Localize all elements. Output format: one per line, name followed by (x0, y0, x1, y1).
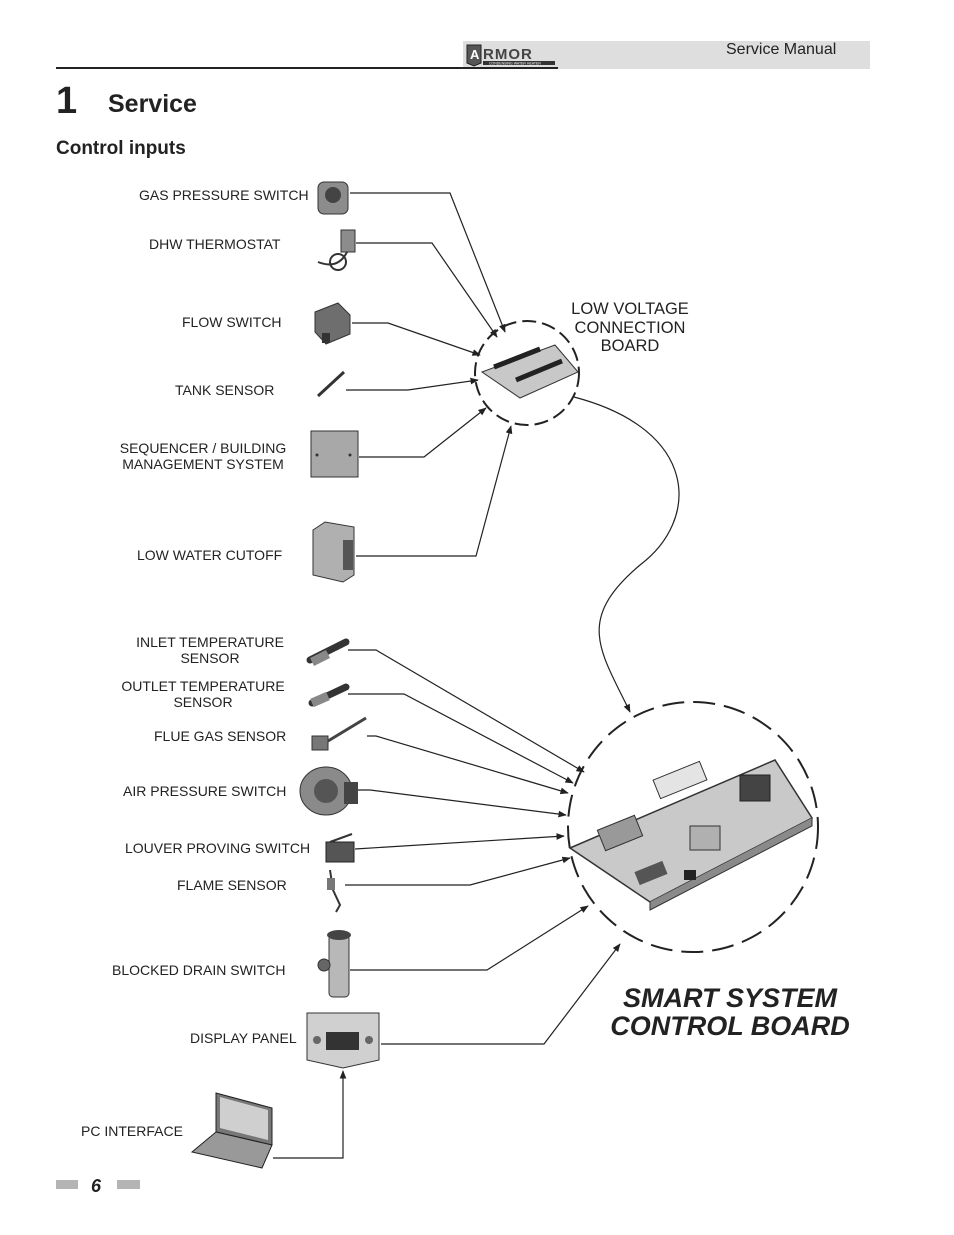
gas-pressure-switch-icon (317, 181, 349, 215)
label-flue-gas-sensor: FLUE GAS SENSOR (154, 728, 287, 744)
line-inlet-temp (348, 649, 585, 773)
flow-switch-icon (314, 302, 351, 345)
label-gas-pressure-switch: GAS PRESSURE SWITCH (139, 187, 309, 203)
line-air-pressure (358, 789, 567, 818)
low-voltage-board-icon (480, 344, 579, 399)
low-voltage-board-circle (474, 320, 580, 426)
svg-text:A: A (470, 47, 480, 62)
section-number: 1 (56, 80, 78, 122)
svg-text:RMOR: RMOR (483, 46, 533, 63)
label-dhw-thermostat: DHW THERMOSTAT (149, 236, 281, 252)
footer-bar-right (117, 1180, 140, 1189)
armor-logo: A RMOR CONDENSING WATER HEATER (466, 44, 555, 67)
line-lv-to-control (573, 396, 680, 713)
section-title: Service (108, 90, 197, 118)
line-outlet-temp (348, 693, 574, 784)
tank-sensor-icon (316, 370, 346, 398)
control-board-label: SMART SYSTEM CONTROL BOARD (610, 983, 850, 1041)
footer-bar-left (56, 1180, 78, 1189)
header-rule (56, 67, 558, 69)
label-flow-switch: FLOW SWITCH (182, 314, 282, 330)
label-pc-interface: PC INTERFACE (81, 1123, 183, 1139)
low-voltage-board-label: LOW VOLTAGE CONNECTION BOARD (571, 300, 689, 355)
label-display-panel: DISPLAY PANEL (190, 1030, 297, 1046)
line-gas-pressure (350, 192, 506, 333)
louver-proving-switch-icon (325, 833, 355, 863)
blocked-drain-switch-icon (317, 930, 351, 998)
line-low-water-cutoff (356, 425, 513, 557)
line-flue-gas (367, 735, 569, 795)
line-louver (354, 833, 565, 850)
outlet-temperature-sensor-icon (308, 683, 350, 708)
flue-gas-sensor-icon (311, 716, 367, 751)
display-panel-icon (306, 1012, 380, 1069)
line-flame-sensor (345, 856, 571, 886)
subsection-title: Control inputs (56, 138, 186, 159)
line-pc-interface (273, 1070, 347, 1159)
label-air-pressure-switch: AIR PRESSURE SWITCH (123, 783, 287, 799)
flame-sensor-icon (327, 869, 342, 913)
label-louver-proving-switch: LOUVER PROVING SWITCH (125, 840, 311, 856)
control-board-icon (568, 759, 814, 911)
line-display-panel (381, 943, 621, 1045)
page-number: 6 (91, 1176, 102, 1196)
control-board-circle (567, 701, 819, 953)
label-low-water-cutoff: LOW WATER CUTOFF (137, 547, 283, 563)
line-tank-sensor (346, 377, 479, 391)
svg-text:CONDENSING WATER HEATER: CONDENSING WATER HEATER (489, 62, 541, 66)
air-pressure-switch-icon (299, 766, 358, 816)
label-blocked-drain-switch: BLOCKED DRAIN SWITCH (112, 962, 286, 978)
line-dhw-thermostat (356, 242, 498, 338)
dhw-thermostat-icon (317, 229, 356, 271)
manual-title: Service Manual (726, 41, 837, 58)
pc-interface-icon (190, 1092, 273, 1169)
inlet-temperature-sensor-icon (306, 638, 350, 667)
line-flow-switch (352, 322, 481, 356)
sequencer-icon (310, 430, 359, 478)
label-tank-sensor: TANK SENSOR (175, 382, 275, 398)
line-sequencer (359, 407, 487, 458)
line-blocked-drain (350, 905, 589, 971)
low-water-cutoff-icon (312, 521, 355, 583)
label-flame-sensor: FLAME SENSOR (177, 877, 287, 893)
